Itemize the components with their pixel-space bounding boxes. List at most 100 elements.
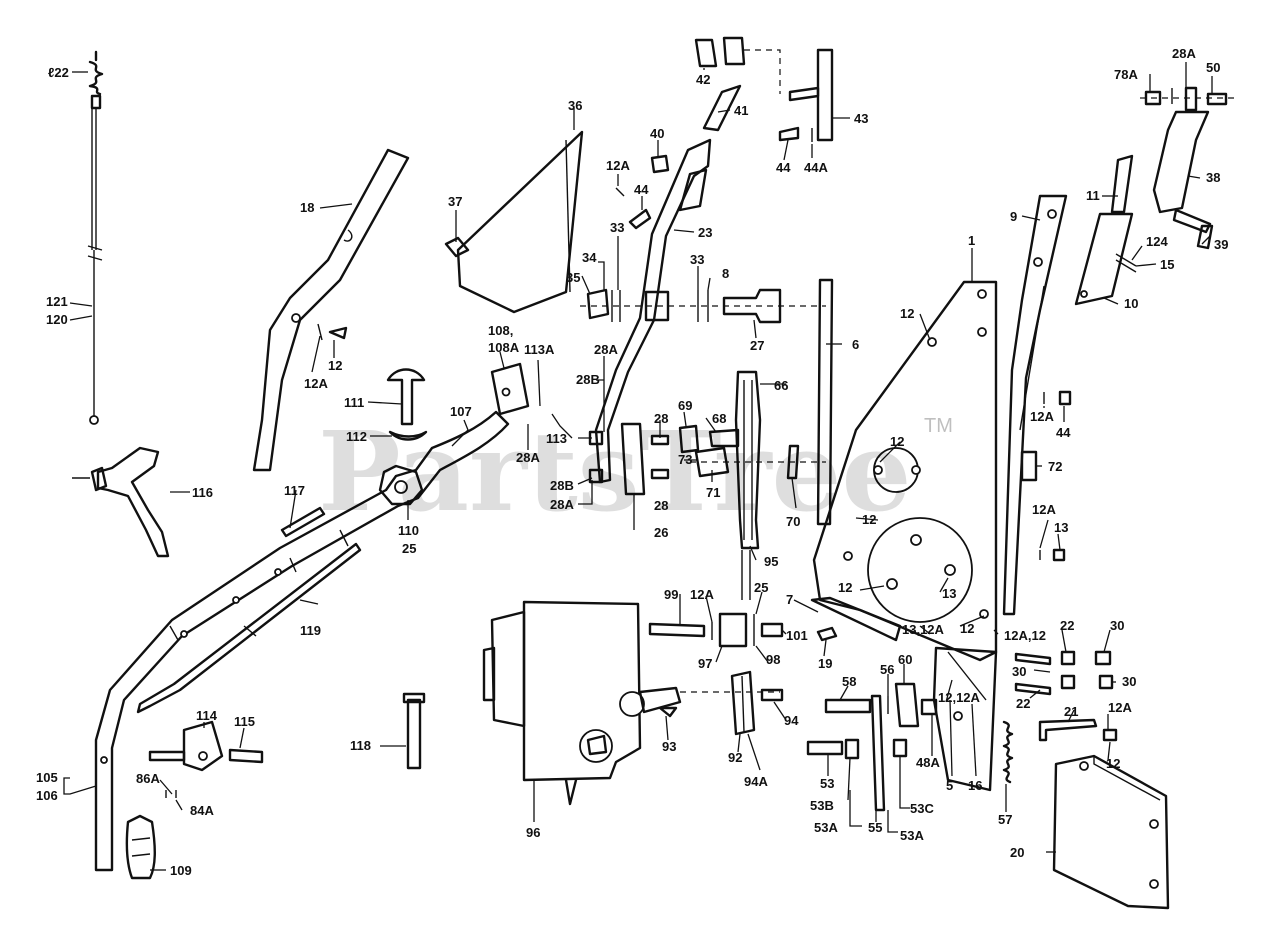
handle-hardware — [317, 323, 348, 341]
callout-5: 5 — [946, 778, 953, 793]
callout-12a-engine: 12A — [690, 587, 714, 602]
callout-50: 50 — [1206, 60, 1220, 75]
callout-93: 93 — [662, 739, 676, 754]
callout-38: 38 — [1206, 170, 1220, 185]
linkage-pins — [1014, 650, 1118, 742]
callout-12a-bottom-right: 12A — [1108, 700, 1132, 715]
drive-pulley — [690, 278, 834, 550]
callout-33-left: 33 — [610, 220, 624, 235]
rod-117 — [280, 506, 326, 538]
callout-43: 43 — [854, 111, 868, 126]
callout-72: 72 — [1048, 459, 1062, 474]
spring-57 — [1002, 720, 1014, 784]
callout-27: 27 — [750, 338, 764, 353]
callout-78a: 78A — [1114, 67, 1138, 82]
control-rod — [136, 542, 362, 714]
callout-115: 115 — [234, 714, 255, 729]
callout-12-mid: 12 — [862, 512, 876, 527]
handle-top-assembly — [694, 36, 834, 142]
callout-6: 6 — [852, 337, 859, 352]
callout-108: 108, — [488, 323, 513, 338]
callout-13-12a: 13,12A — [902, 622, 945, 637]
callout-labels: ℓ22 121 120 116 117 18 12A 12 111 1 12 11… — [36, 46, 1228, 878]
callout-86a: 86A — [136, 771, 160, 786]
clutch-lever — [72, 446, 170, 558]
callout-44-top: 44 — [776, 160, 791, 175]
callout-73: 73 — [678, 452, 692, 467]
callout-111: 111 — [344, 395, 364, 410]
callout-110: 110 — [398, 523, 419, 538]
side-plate-9 — [1002, 194, 1068, 616]
callout-121: 121 — [46, 294, 68, 309]
callout-13-plate: 13 — [942, 586, 956, 601]
callout-36: 36 — [568, 98, 582, 113]
callout-53c: 53C — [910, 801, 934, 816]
callout-108a: 108A — [488, 340, 520, 355]
upper-handle — [252, 148, 410, 472]
callout-21: 21 — [1064, 704, 1078, 719]
callout-92: 92 — [728, 750, 742, 765]
callout-26: 26 — [654, 525, 668, 540]
spacer-72 — [1020, 450, 1038, 482]
callout-37: 37 — [448, 194, 462, 209]
lower-handle — [94, 362, 530, 872]
callout-53b: 53B — [810, 798, 834, 813]
callout-69: 69 — [678, 398, 692, 413]
callout-22-top: 22 — [1060, 618, 1074, 633]
callout-7: 7 — [786, 592, 793, 607]
callout-34: 34 — [582, 250, 597, 265]
callout-15: 15 — [1160, 257, 1174, 272]
callout-55: 55 — [868, 820, 882, 835]
handle-knob-parts — [386, 368, 428, 441]
callout-119: 119 — [300, 623, 321, 638]
guard-plate — [1052, 754, 1170, 910]
throttle-control — [148, 720, 264, 798]
callout-58: 58 — [842, 674, 856, 689]
callout-109: 109 — [170, 863, 192, 878]
engine-pulley-hardware — [648, 612, 784, 648]
callout-12-top: 12 — [900, 306, 914, 321]
callout-71: 71 — [706, 485, 720, 500]
leader-lines — [63, 62, 1213, 871]
bracket-118 — [402, 692, 426, 770]
callout-l22: ℓ22 — [48, 65, 69, 80]
callout-44a-top: 44A — [804, 160, 828, 175]
callout-114: 114 — [196, 708, 218, 723]
callout-28-bottom: 28 — [654, 498, 668, 513]
callout-25-engine: 25 — [754, 580, 768, 595]
callout-118: 118 — [350, 738, 371, 753]
callout-95: 95 — [764, 554, 778, 569]
engine-pulley — [658, 670, 784, 736]
callout-40: 40 — [650, 126, 664, 141]
callout-120: 120 — [46, 312, 68, 327]
callout-94a: 94A — [744, 774, 768, 789]
callout-12a-right-lower: 12A — [1032, 502, 1056, 517]
callout-98: 98 — [766, 652, 780, 667]
top-right-assembly — [1074, 86, 1238, 306]
callout-53a-left: 53A — [814, 820, 838, 835]
main-housing-plate — [812, 280, 998, 792]
belt-cover — [444, 130, 584, 314]
callout-48a: 48A — [916, 755, 940, 770]
callout-13-right: 13 — [1054, 520, 1068, 535]
callout-28a-top: 28A — [594, 342, 618, 357]
callout-101: 101 — [786, 628, 808, 643]
callout-84a: 84A — [190, 803, 214, 818]
callout-28a-bottom: 28A — [550, 497, 574, 512]
callout-117: 117 — [284, 483, 305, 498]
callout-12-lower-left: 12 — [838, 580, 852, 595]
callout-18: 18 — [300, 200, 314, 215]
shift-lever — [594, 138, 712, 484]
callout-116: 116 — [192, 485, 213, 500]
callout-1: 1 — [968, 233, 975, 248]
callout-20: 20 — [1010, 845, 1024, 860]
callout-28b-bottom: 28B — [550, 478, 574, 493]
callout-94: 94 — [784, 713, 799, 728]
callout-113: 113 — [546, 431, 567, 446]
callout-44-cover: 44 — [634, 182, 649, 197]
callout-53a-right: 53A — [900, 828, 924, 843]
callout-12a-12: 12A,12 — [1004, 628, 1046, 643]
engine — [482, 600, 682, 806]
callout-12-handle: 12 — [328, 358, 342, 373]
cover-hardware — [615, 154, 670, 230]
